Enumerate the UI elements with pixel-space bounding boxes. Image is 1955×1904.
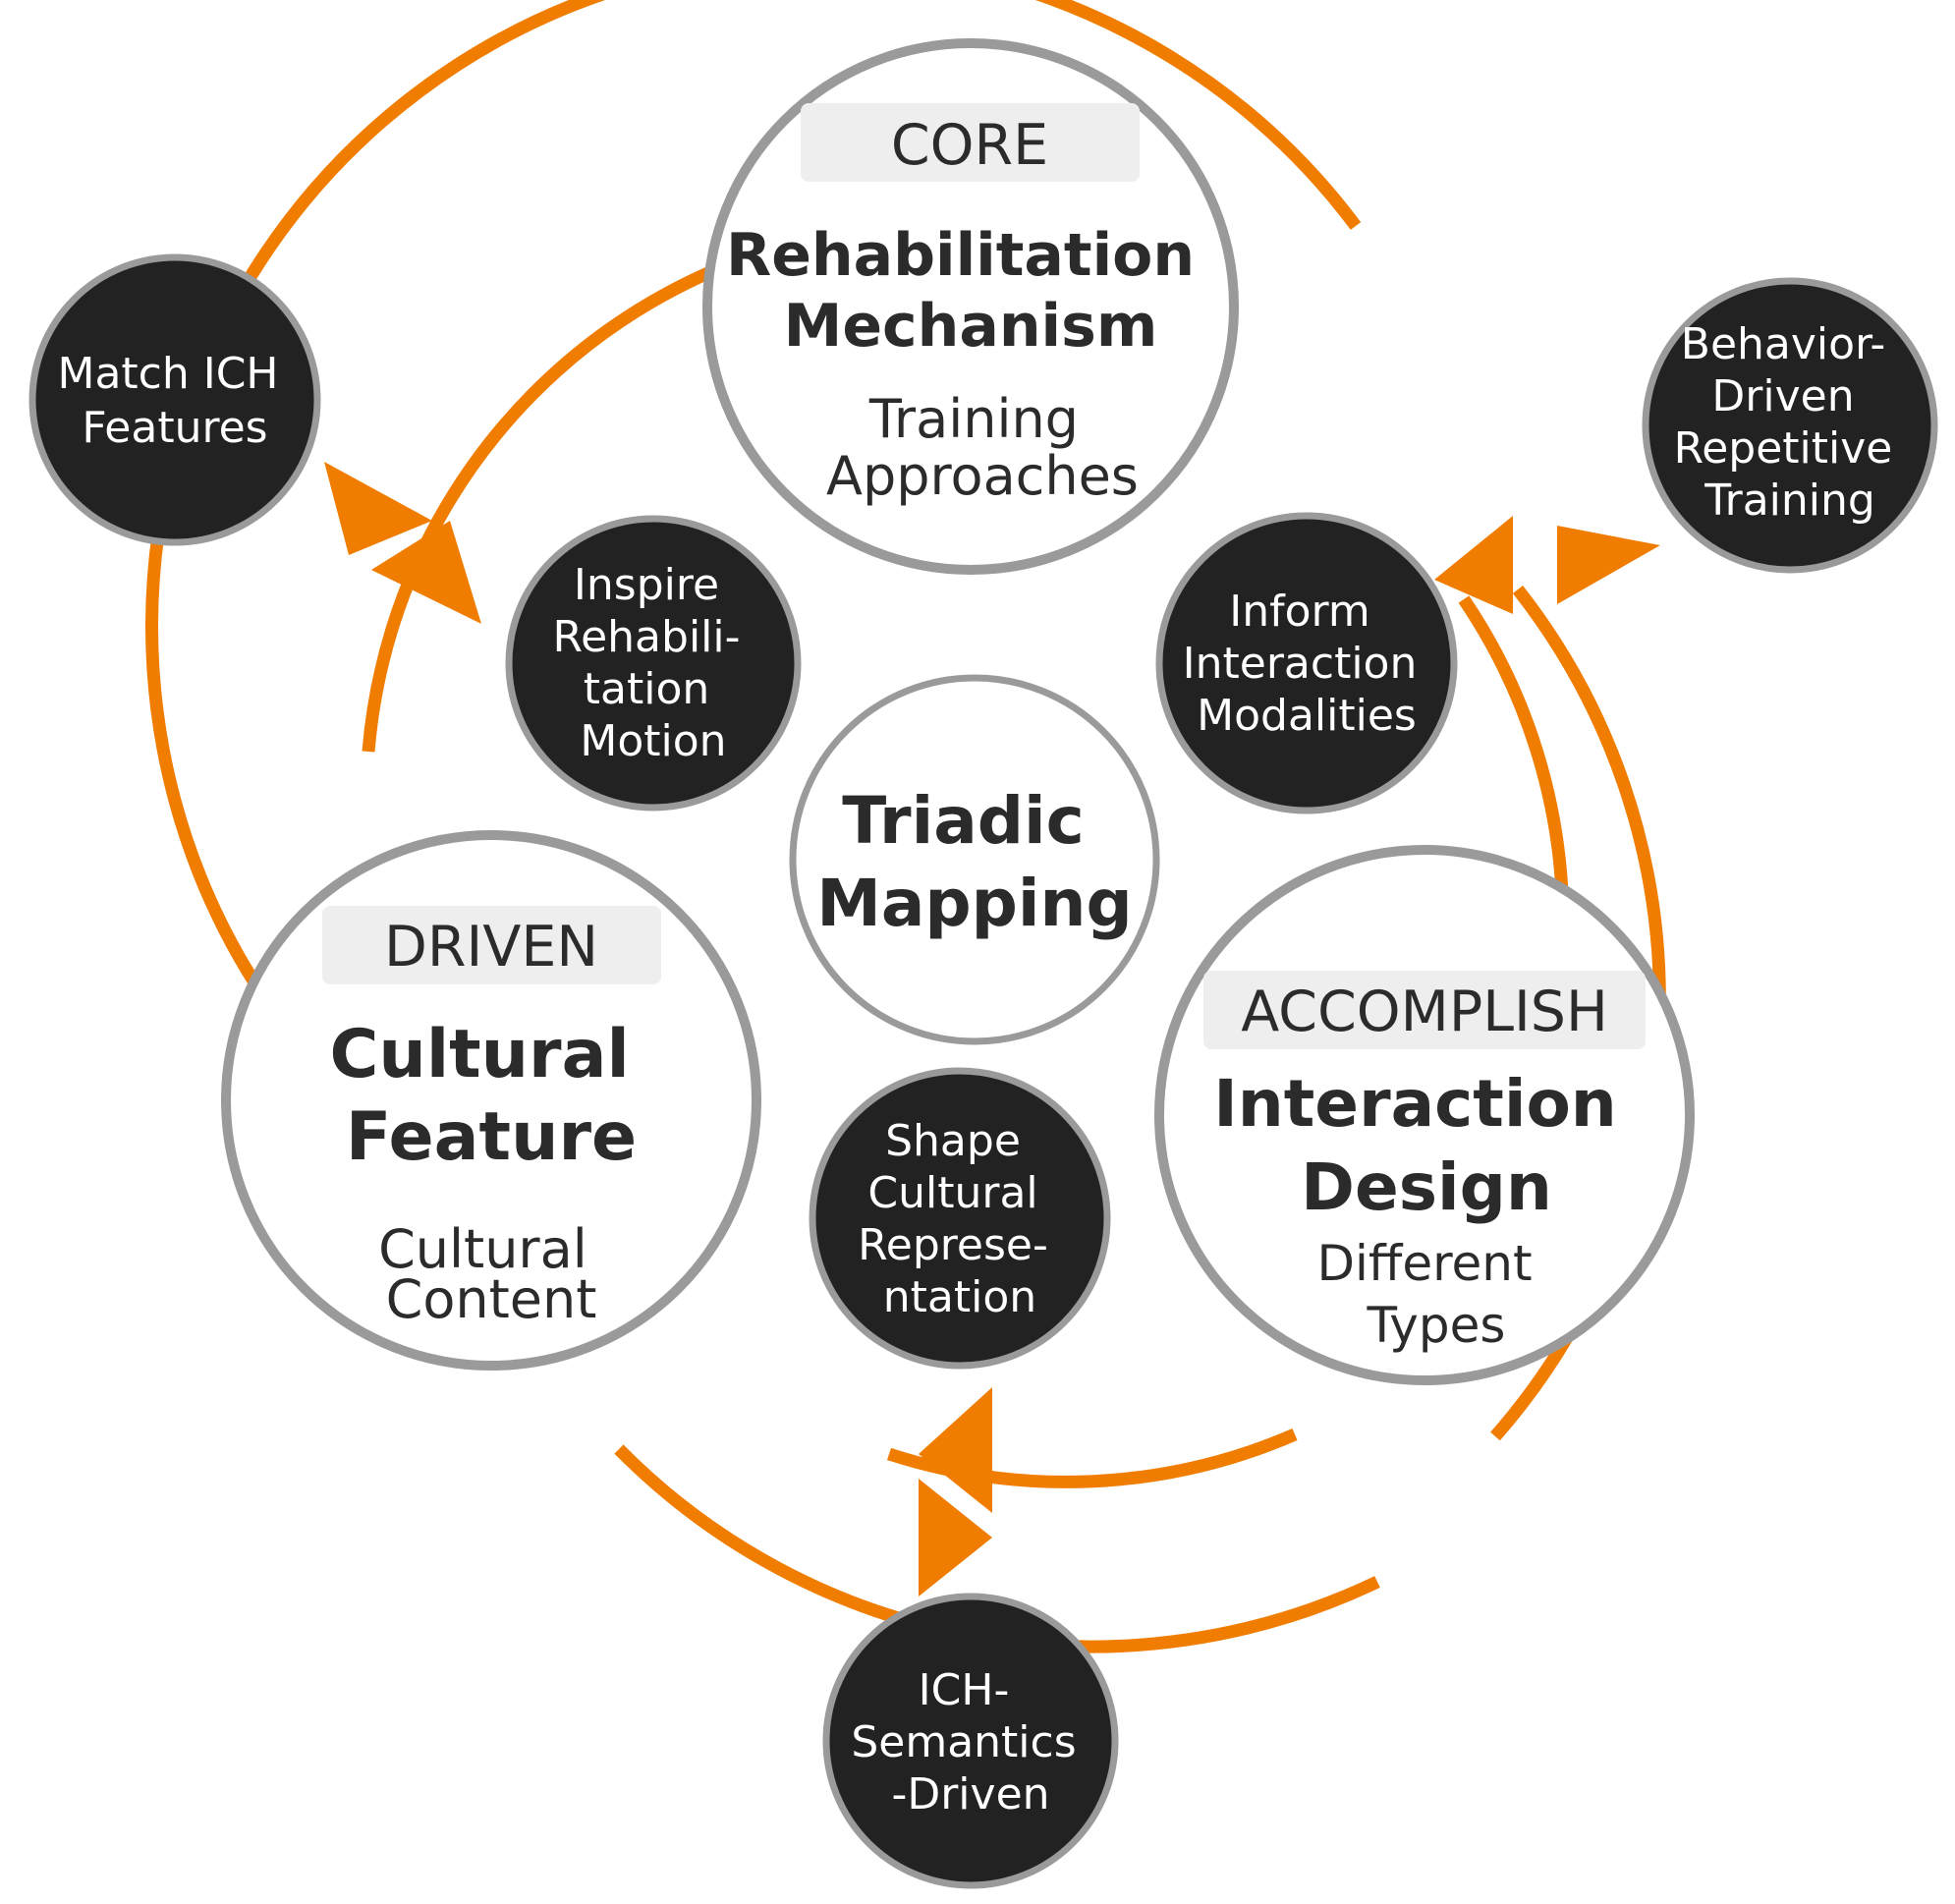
arrowhead-inner-left <box>371 521 481 624</box>
line-4: Training <box>1704 476 1875 526</box>
center-triadic-mapping: Triadic Mapping <box>789 674 1160 1045</box>
node-behavior-driven-training: Behavior- Driven Repetitive Training <box>1642 277 1938 574</box>
line-2: Mechanism <box>784 292 1158 361</box>
line-2: Design <box>1301 1149 1552 1225</box>
line-2: Content <box>386 1268 597 1330</box>
node-text: Inform Interaction Modalities <box>1183 587 1431 741</box>
line-2: Interaction <box>1183 639 1418 689</box>
node-text: Behavior- Driven Repetitive Training <box>1674 319 1907 526</box>
line-3: Modalities <box>1197 691 1417 741</box>
arrowhead-outer-left <box>324 462 432 555</box>
arrowheads <box>324 462 1660 1596</box>
arrowhead-inner-right <box>1434 516 1513 614</box>
line-4: Motion <box>580 716 726 766</box>
line-2: Semantics <box>851 1717 1076 1767</box>
core-title: Rehabilitation Mechanism <box>726 221 1215 361</box>
line-2: Cultural <box>867 1168 1037 1218</box>
accomplish-tag: ACCOMPLISH <box>1241 980 1608 1044</box>
node-text: Inspire Rehabili- tation Motion <box>553 560 754 766</box>
node-match-ich-features: Match ICH Features <box>28 253 321 546</box>
center-title: Triadic Mapping <box>816 783 1133 941</box>
driven-subtitle: Cultural Content <box>378 1218 604 1330</box>
line-2: Mapping <box>816 866 1133 941</box>
line-1: Training <box>868 388 1079 450</box>
driven-tag: DRIVEN <box>384 915 598 980</box>
node-text: ICH- Semantics -Driven <box>851 1665 1089 1820</box>
line-3: tation <box>584 664 710 714</box>
line-1: Different <box>1316 1235 1532 1292</box>
core-subtitle: Training Approaches <box>826 388 1139 507</box>
accomplish-title: Interaction Design <box>1213 1066 1640 1225</box>
line-1: Behavior- <box>1681 319 1885 369</box>
core-circle: CORE Rehabilitation Mechanism Training A… <box>702 38 1239 575</box>
line-2: Types <box>1367 1297 1506 1354</box>
line-4: ntation <box>883 1272 1036 1322</box>
line-1: Match ICH <box>57 349 278 399</box>
driven-title: Cultural Feature <box>330 1016 653 1176</box>
line-1: Triadic <box>842 783 1084 859</box>
line-2: Driven <box>1711 371 1854 421</box>
line-2: Features <box>82 403 267 453</box>
node-ich-semantics-driven: ICH- Semantics -Driven <box>822 1593 1119 1889</box>
line-3: -Driven <box>891 1769 1049 1820</box>
line-1: Cultural <box>378 1218 587 1280</box>
core-tag-box <box>801 103 1140 182</box>
line-1: Inform <box>1229 587 1369 637</box>
line-2: Feature <box>346 1098 637 1176</box>
line-3: Represe- <box>858 1220 1048 1270</box>
line-2: Rehabili- <box>553 612 741 662</box>
line-1: Interaction <box>1213 1066 1617 1142</box>
line-3: Repetitive <box>1674 423 1893 474</box>
accomplish-subtitle: Different Types <box>1316 1235 1547 1354</box>
node-inspire-rehabilitation-motion: Inspire Rehabili- tation Motion <box>505 515 802 812</box>
accomplish-tag-box <box>1203 971 1646 1049</box>
line-1: Shape <box>885 1116 1021 1166</box>
node-shape-cultural-representation: Shape Cultural Represe- ntation <box>809 1067 1111 1370</box>
line-2: Approaches <box>826 445 1139 507</box>
line-1: ICH- <box>919 1665 1010 1715</box>
driven-tag-box <box>322 906 661 984</box>
node-inform-interaction-modalities: Inform Interaction Modalities <box>1155 512 1458 814</box>
line-1: Cultural <box>330 1016 630 1093</box>
line-1: Inspire <box>574 560 719 610</box>
core-tag: CORE <box>891 113 1048 178</box>
driven-circle: DRIVEN Cultural Feature Cultural Content <box>221 830 761 1371</box>
node-text: Match ICH Features <box>57 349 292 453</box>
arrowhead-outer-bottom <box>919 1479 992 1596</box>
node-text: Shape Cultural Represe- ntation <box>858 1116 1062 1322</box>
arrowhead-outer-right <box>1557 526 1660 604</box>
arrowhead-inner-bottom <box>919 1387 992 1513</box>
accomplish-circle: ACCOMPLISH Interaction Design Different … <box>1154 845 1695 1385</box>
line-1: Rehabilitation <box>726 221 1195 290</box>
